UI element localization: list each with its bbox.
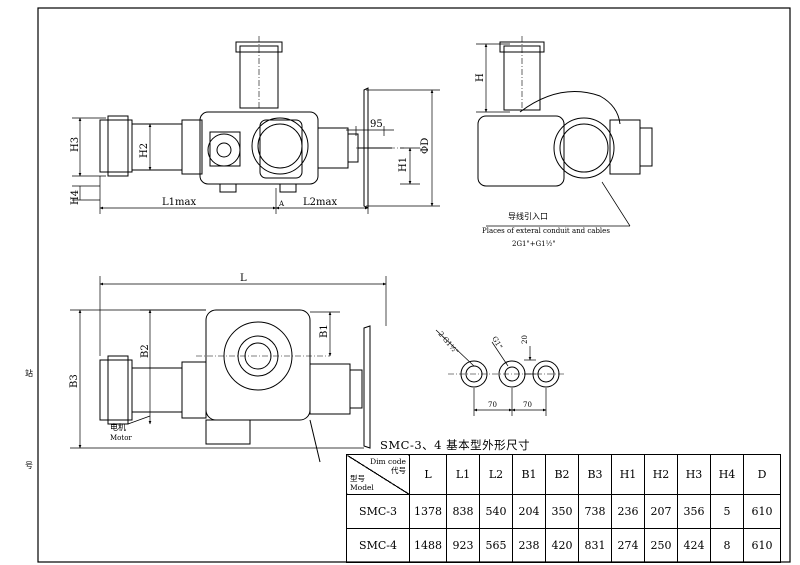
motor-label-cn: 电机 [110,422,126,432]
table-header-l: L [409,454,447,495]
conduit-label-en: Places of exteral conduit and cables [482,227,610,235]
table-cell-h3: 424 [677,528,711,563]
table-cell-b1: 238 [512,528,546,563]
table-cell-d: 610 [743,494,781,529]
dim-label-b1: B1 [319,324,330,338]
table-header-d: D [743,454,781,495]
table-cell-h2: 250 [644,528,678,563]
table-cell-h1: 274 [611,528,645,563]
table-header-l1: L1 [446,454,480,495]
table-cell-h1: 236 [611,494,645,529]
front-view [99,36,404,209]
table-header-b2: B2 [545,454,579,495]
plan-view-dimensions [70,276,387,449]
port-dim-20: 20 [521,335,529,344]
table-cell-l2: 540 [479,494,513,529]
conduit-label-cn: 导线引入口 [508,211,548,221]
table-cell-h2: 207 [644,494,678,529]
dim-label-95: 95 [370,119,383,130]
corner-model-en: Model [350,483,374,492]
table-caption: SMC-3、4 基本型外形尺寸 [380,438,531,452]
corner-model-cn: 型号 [350,474,365,483]
table-cell-l: 1488 [409,528,447,563]
front-view-dimensions [72,89,440,214]
corner-dim-code: Dim code [370,457,406,466]
dim-label-l: L [240,273,247,284]
dim-label-h2: H2 [139,143,150,158]
table-header-b3: B3 [578,454,612,495]
dim-label-h4: H4 [70,190,81,205]
table-cell-l1: 838 [446,494,480,529]
table-header-l2: L2 [479,454,513,495]
plan-view [99,309,371,463]
ports-view-dimensions [435,329,547,416]
dim-label-b3: B3 [69,374,80,388]
port-label-2g: 2-G1½" [436,330,459,356]
port-dim-70-right: 70 [523,401,532,409]
table-cell-model: SMC-3 [346,494,410,529]
dim-label-a: A [278,200,285,208]
table-header-b1: B1 [512,454,546,495]
table-cell-l2: 565 [479,528,513,563]
table-cell-b3: 831 [578,528,612,563]
table-cell-h4: 5 [710,494,744,529]
table-cell-b3: 738 [578,494,612,529]
motor-label-en: Motor [110,434,132,442]
dim-label-h1: H1 [398,157,409,172]
dim-label-d: ΦD [420,138,431,154]
table-cell-l: 1378 [409,494,447,529]
dim-label-b2: B2 [140,344,151,358]
side-view-dimensions [476,43,631,227]
dim-label-h3: H3 [70,137,81,152]
table-cell-h3: 356 [677,494,711,529]
dim-label-h: H [475,73,486,82]
port-dim-70-left: 70 [488,401,497,409]
margin-mark-bottom: 号 [25,461,33,470]
margin-mark-top: 站 [25,368,33,378]
table-cell-b2: 350 [545,494,579,529]
table-header-h1: H1 [611,454,645,495]
table-cell-b1: 204 [512,494,546,529]
dim-label-l1max: L1max [162,197,196,208]
table-header-h2: H2 [644,454,678,495]
table-cell-b2: 420 [545,528,579,563]
dim-label-l2max: L2max [303,197,337,208]
table-cell-l1: 923 [446,528,480,563]
conduit-thread-label: 2G1"+G1½" [512,240,556,248]
table-cell-model: SMC-4 [346,528,410,563]
side-view [477,36,653,187]
table-cell-h4: 8 [710,528,744,563]
table-cell-d: 610 [743,528,781,563]
table-header-h3: H3 [677,454,711,495]
table-header-h4: H4 [710,454,744,495]
corner-code-cn: 代号 [391,466,406,475]
ports-view [448,360,566,388]
